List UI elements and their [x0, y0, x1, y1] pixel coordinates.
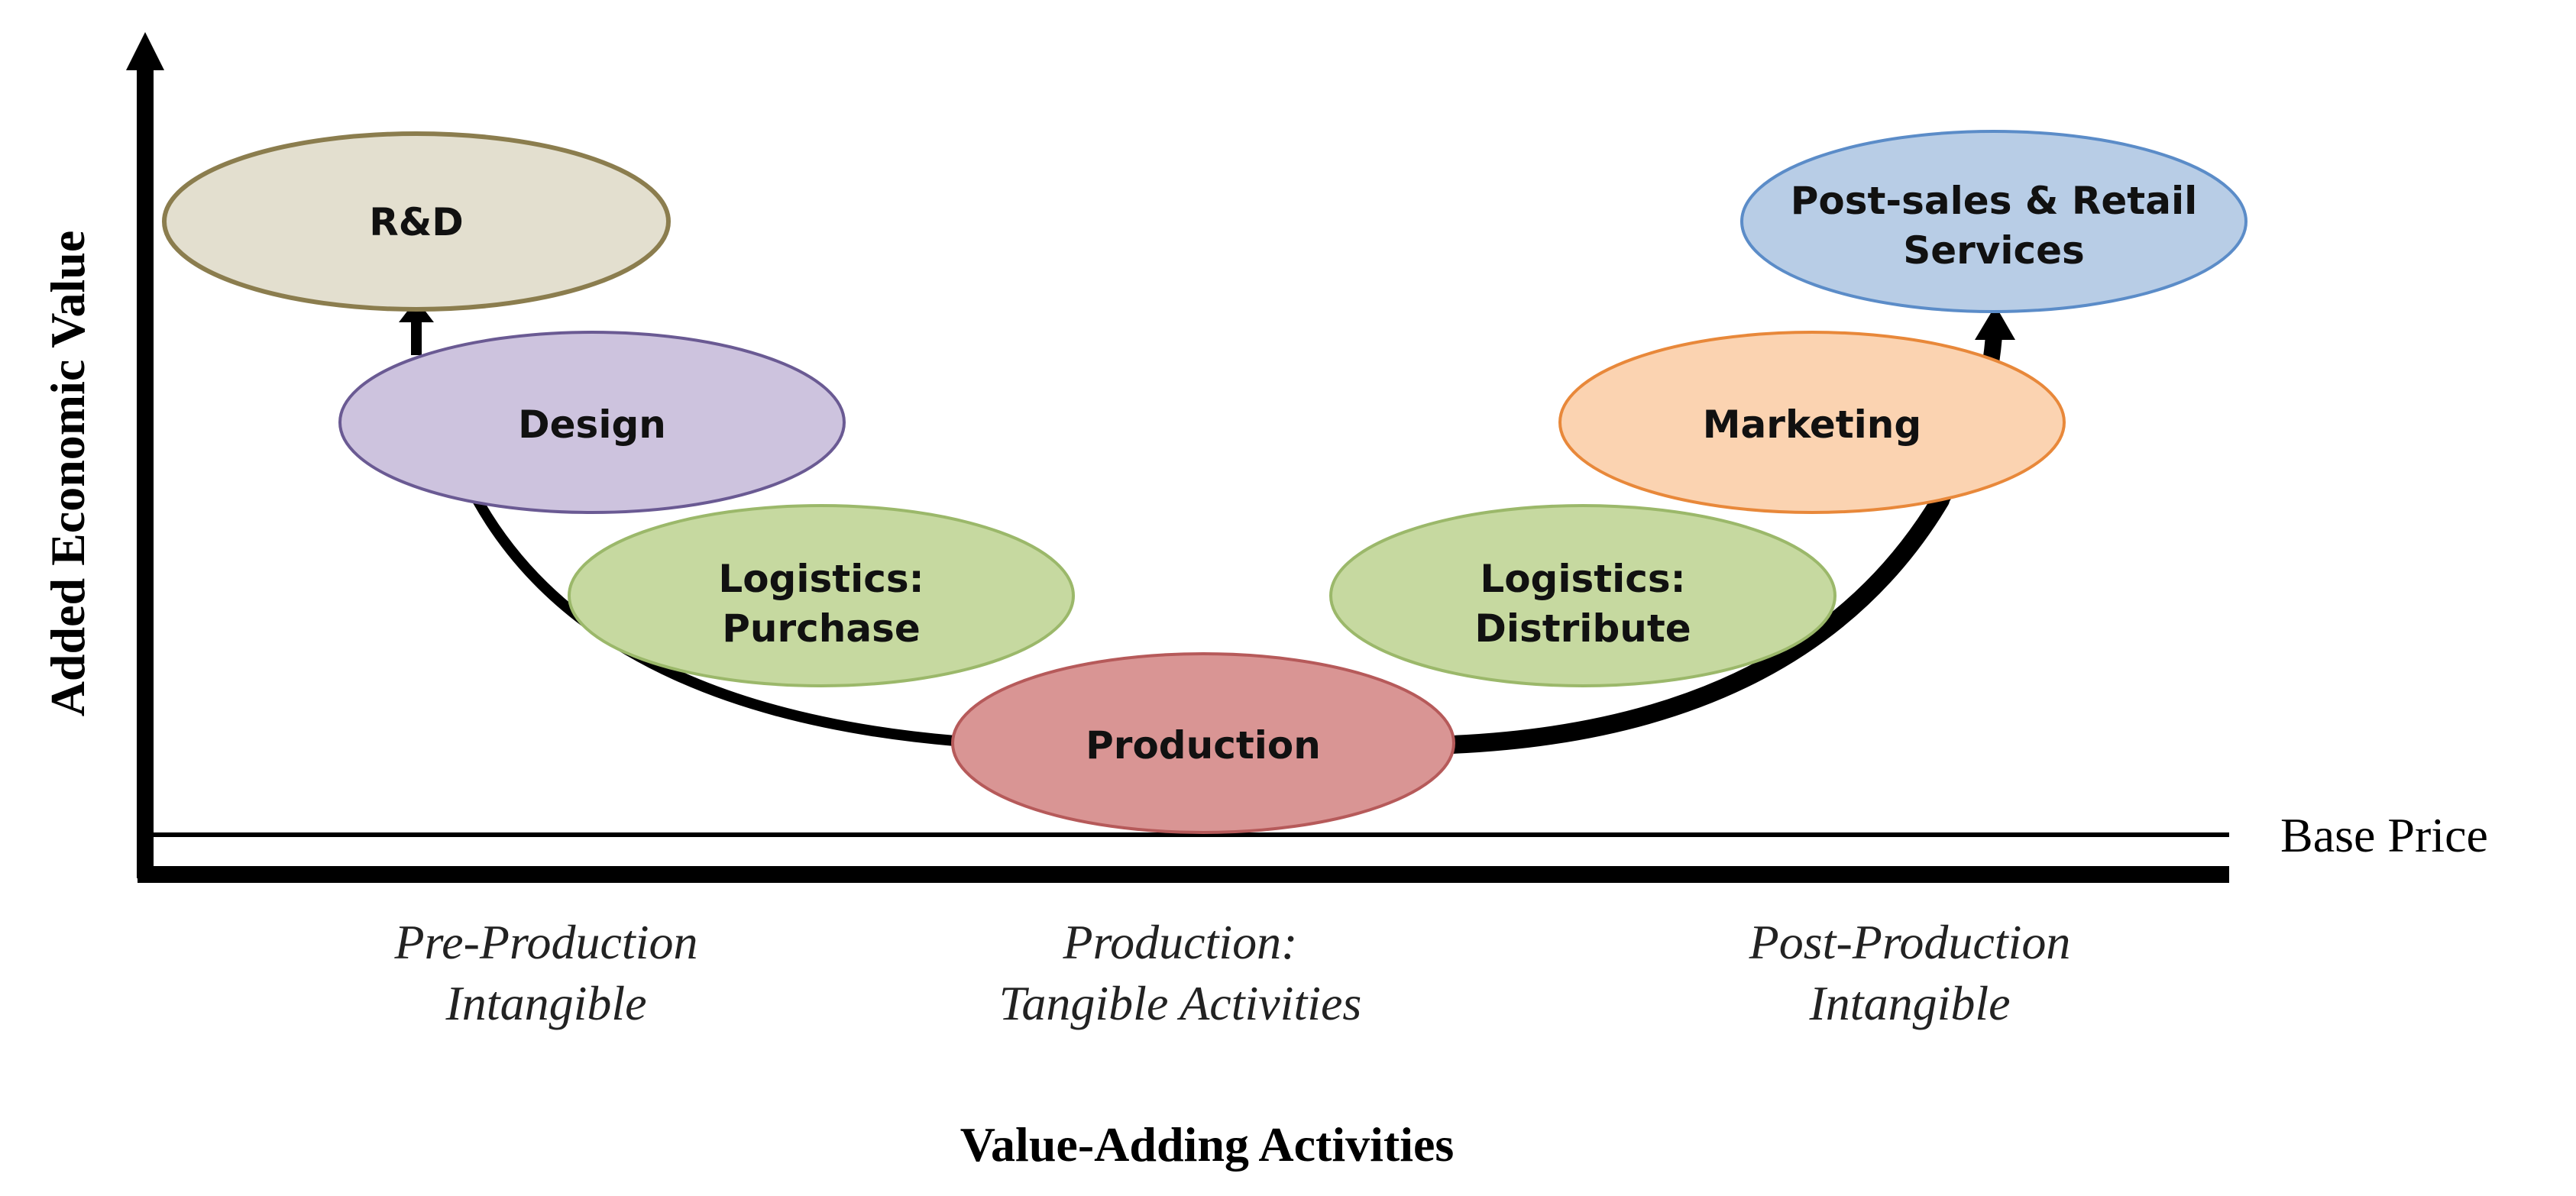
- node-rd: R&D: [162, 131, 671, 312]
- y-axis-label: Added Economic Value: [40, 231, 95, 717]
- node-distribute-label-line2: Distribute: [1474, 606, 1691, 651]
- y-axis-arrowhead-icon: [126, 32, 164, 70]
- node-purchase-label-line2: Purchase: [722, 606, 921, 651]
- node-design-ellipse: [338, 331, 846, 514]
- node-design-label: Design: [518, 402, 666, 447]
- node-postsales: Post-sales & Retail Services: [1740, 130, 2248, 313]
- node-production-label: Production: [1086, 723, 1321, 768]
- node-postsales-label-line1: Post-sales & Retail: [1791, 179, 2197, 223]
- node-postsales-ellipse: [1740, 130, 2248, 313]
- node-production: Production: [951, 652, 1455, 834]
- node-marketing-ellipse: [1558, 331, 2066, 514]
- value-curve-right: [1442, 491, 1950, 754]
- node-distribute: Logistics: Distribute: [1329, 504, 1837, 687]
- node-postsales-label-line2: Services: [1903, 228, 2085, 273]
- value-curve-left: [472, 495, 960, 746]
- node-marketing: Marketing: [1558, 331, 2066, 514]
- phase-post-line2: Intangible: [1808, 976, 2010, 1030]
- node-rd-ellipse: [162, 131, 671, 312]
- node-rd-label: R&D: [369, 200, 464, 244]
- node-purchase: Logistics: Purchase: [568, 504, 1075, 687]
- phase-pre-line1: Pre-Production: [394, 915, 698, 969]
- node-design: Design: [338, 331, 846, 514]
- node-purchase-ellipse: [568, 504, 1075, 687]
- node-production-ellipse: [951, 652, 1455, 834]
- phase-post-line1: Post-Production: [1749, 915, 2071, 969]
- phase-prod-line1: Production:: [1063, 915, 1298, 969]
- phase-pre-line2: Intangible: [445, 976, 646, 1030]
- node-distribute-ellipse: [1329, 504, 1837, 687]
- node-marketing-label: Marketing: [1703, 402, 1921, 447]
- node-purchase-label-line1: Logistics:: [718, 557, 924, 601]
- phase-prod-line2: Tangible Activities: [999, 976, 1362, 1030]
- arrow-to-postsales-head-icon: [1975, 305, 2015, 340]
- node-distribute-label-line1: Logistics:: [1480, 557, 1685, 601]
- base-price-label: Base Price: [2280, 808, 2488, 862]
- x-axis-label: Value-Adding Activities: [960, 1117, 1455, 1172]
